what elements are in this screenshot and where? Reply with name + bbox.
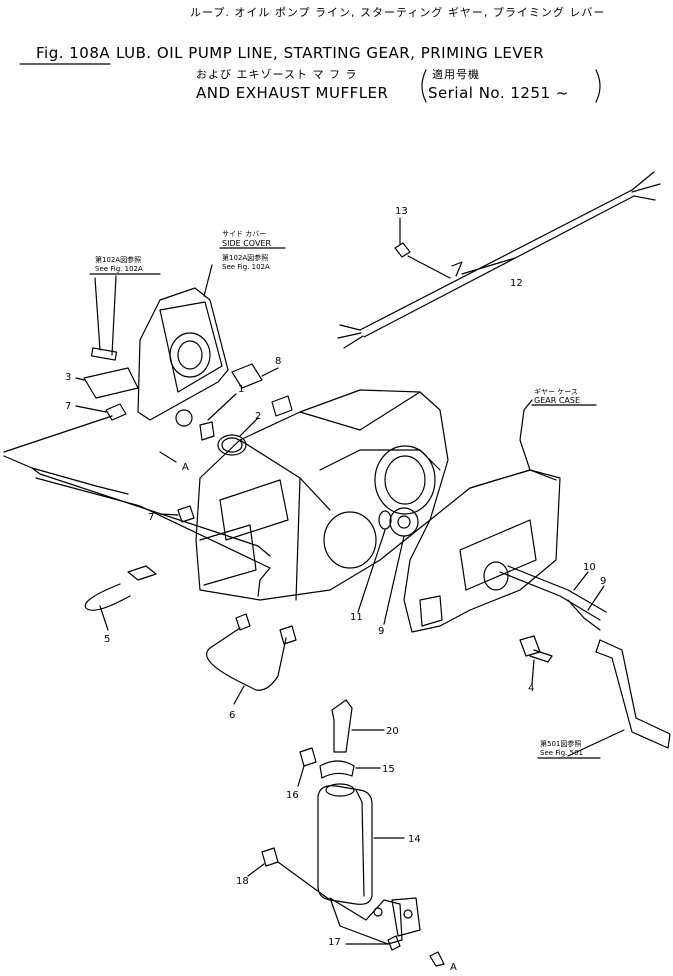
title-en-line2: AND EXHAUST MUFFLER: [196, 84, 389, 102]
callout-14: 13: [395, 206, 408, 217]
title-jp-line1: ループ. オイル ポンプ ライン, スターティング ギヤー, プライミング レバ…: [190, 6, 606, 19]
callout-10: 9: [378, 626, 385, 637]
main-case: [159, 389, 449, 601]
bolt-19: [261, 847, 279, 867]
callout-9: 9: [600, 576, 607, 587]
callout-5: 5: [104, 634, 111, 645]
callout-7-upper: 7: [65, 401, 72, 412]
side-cover-jp: サイド カバー: [222, 230, 267, 238]
crank-ref-en: See Fig. 501: [540, 749, 583, 757]
crank-9: [499, 565, 607, 621]
washer-12: [378, 510, 392, 530]
callout-13: 12: [510, 278, 523, 289]
fitting-4: [519, 635, 541, 657]
gasket: [391, 897, 421, 937]
serial-range: Serial No. 1251 ~: [428, 84, 569, 102]
callout-8: 8: [275, 356, 282, 367]
figure-number: Fig. 108A: [36, 44, 111, 62]
clip-14: [394, 242, 411, 258]
callout-a-upper: A: [182, 462, 189, 473]
left-ref-jp: 第102A図参照: [95, 256, 142, 264]
plug-8: [231, 363, 263, 389]
callout-7-lower: 7: [148, 512, 155, 523]
callout-2: 2: [255, 411, 262, 422]
crank-ref-jp: 第501図参照: [540, 740, 582, 748]
gear-1: [175, 409, 193, 427]
callout-19: 18: [236, 876, 249, 887]
bolt-17: [299, 747, 317, 767]
pipe-20: [331, 699, 353, 753]
title-en-line1: LUB. OIL PUMP LINE, STARTING GEAR, PRIMI…: [116, 44, 545, 62]
callout-6: 6: [229, 710, 236, 721]
bolt-7-lower: [177, 505, 195, 523]
callout-17: 16: [286, 790, 299, 801]
callout-3: 3: [65, 372, 72, 383]
callout-11: 10: [583, 562, 596, 573]
callout-16: 15: [382, 764, 395, 775]
gear-case-en: GEAR CASE: [534, 396, 581, 405]
nut-18: [387, 935, 401, 951]
bracket: [329, 897, 403, 945]
gear-10: [389, 507, 419, 537]
title-jp-line2: および エキゾースト マ フ ラ: [196, 68, 358, 81]
o-ring-2: [217, 434, 247, 456]
serial-jp: 適用号機: [432, 68, 480, 81]
wire-13: [337, 171, 661, 349]
callout-12: 11: [350, 612, 363, 623]
side-cover-ref-en: See Fig. 102A: [222, 263, 270, 271]
side-cover-ref-jp: 第102A図参照: [222, 254, 269, 262]
clamp-16: [319, 760, 355, 779]
callout-18: 17: [328, 937, 341, 948]
callout-20: 20: [386, 726, 399, 737]
muffler-15: [317, 783, 373, 905]
callout-4: 4: [528, 683, 535, 694]
left-ref-en: See Fig. 102A: [95, 265, 143, 273]
callout-15: 14: [408, 834, 421, 845]
gear-case-jp: ギヤー ケース: [534, 388, 578, 396]
callout-a-lower: A: [450, 962, 457, 973]
callout-1: 1: [238, 384, 245, 395]
pipe-lines: [3, 415, 297, 705]
side-cover: [137, 264, 229, 421]
plate-3: [83, 367, 139, 399]
side-cover-en: SIDE COVER: [222, 239, 272, 248]
gear-case: [403, 399, 561, 633]
